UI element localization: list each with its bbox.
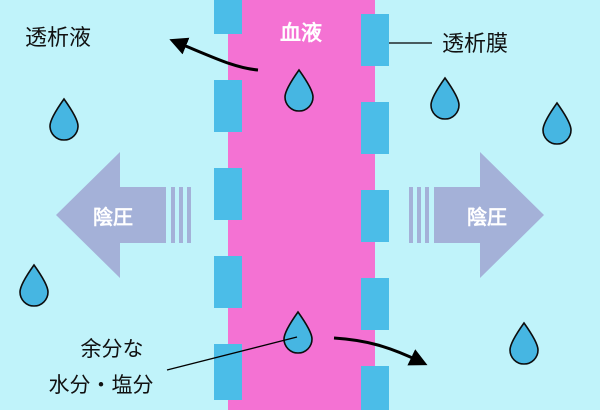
curved-arrow-icon [333, 336, 428, 366]
arrow-tail-bar [187, 187, 191, 243]
membrane-segment [214, 0, 242, 34]
arrow-icon [434, 152, 544, 278]
arrow-icon [56, 152, 166, 278]
water-drop-icon [509, 321, 539, 365]
pressure-arrow-right [409, 152, 544, 278]
membrane-segment [361, 102, 389, 154]
membrane-left [214, 0, 242, 400]
pressure-label-left: 陰圧 [93, 205, 133, 229]
membrane-right [361, 14, 389, 410]
blood-label: 血液 [280, 21, 322, 45]
water-drop-icon [542, 101, 572, 145]
arrow-tail-bar [179, 187, 183, 243]
water-drops [19, 68, 572, 365]
excess-label-line2: 水分・塩分 [49, 373, 154, 397]
arrow-tail-bar [409, 187, 413, 243]
membrane-segment [361, 190, 389, 242]
water-drop-icon [49, 97, 79, 141]
arrow-tail-bar [171, 187, 175, 243]
curved-arrow-icon [169, 37, 259, 72]
excess-leader-line [166, 336, 298, 371]
water-drop-icon [284, 68, 314, 112]
membrane-segment [361, 14, 389, 66]
membrane-segment [361, 366, 389, 410]
membrane-segment [214, 80, 242, 132]
dialysate-label: 透析液 [25, 26, 91, 51]
arrow-tail-bar [417, 187, 421, 243]
water-drop-icon [283, 310, 313, 354]
membrane-segment [214, 256, 242, 308]
water-drop-icon [19, 263, 49, 307]
membrane-segment [361, 278, 389, 330]
membrane-segment [214, 344, 242, 400]
membrane-segment [214, 168, 242, 220]
membrane-label: 透析膜 [442, 32, 508, 57]
water-drop-icon [430, 76, 460, 120]
excess-label-line1: 余分な [81, 337, 144, 361]
arrow-tail-bar [425, 187, 429, 243]
pressure-arrow-left [56, 152, 191, 278]
pressure-label-right: 陰圧 [467, 205, 507, 229]
